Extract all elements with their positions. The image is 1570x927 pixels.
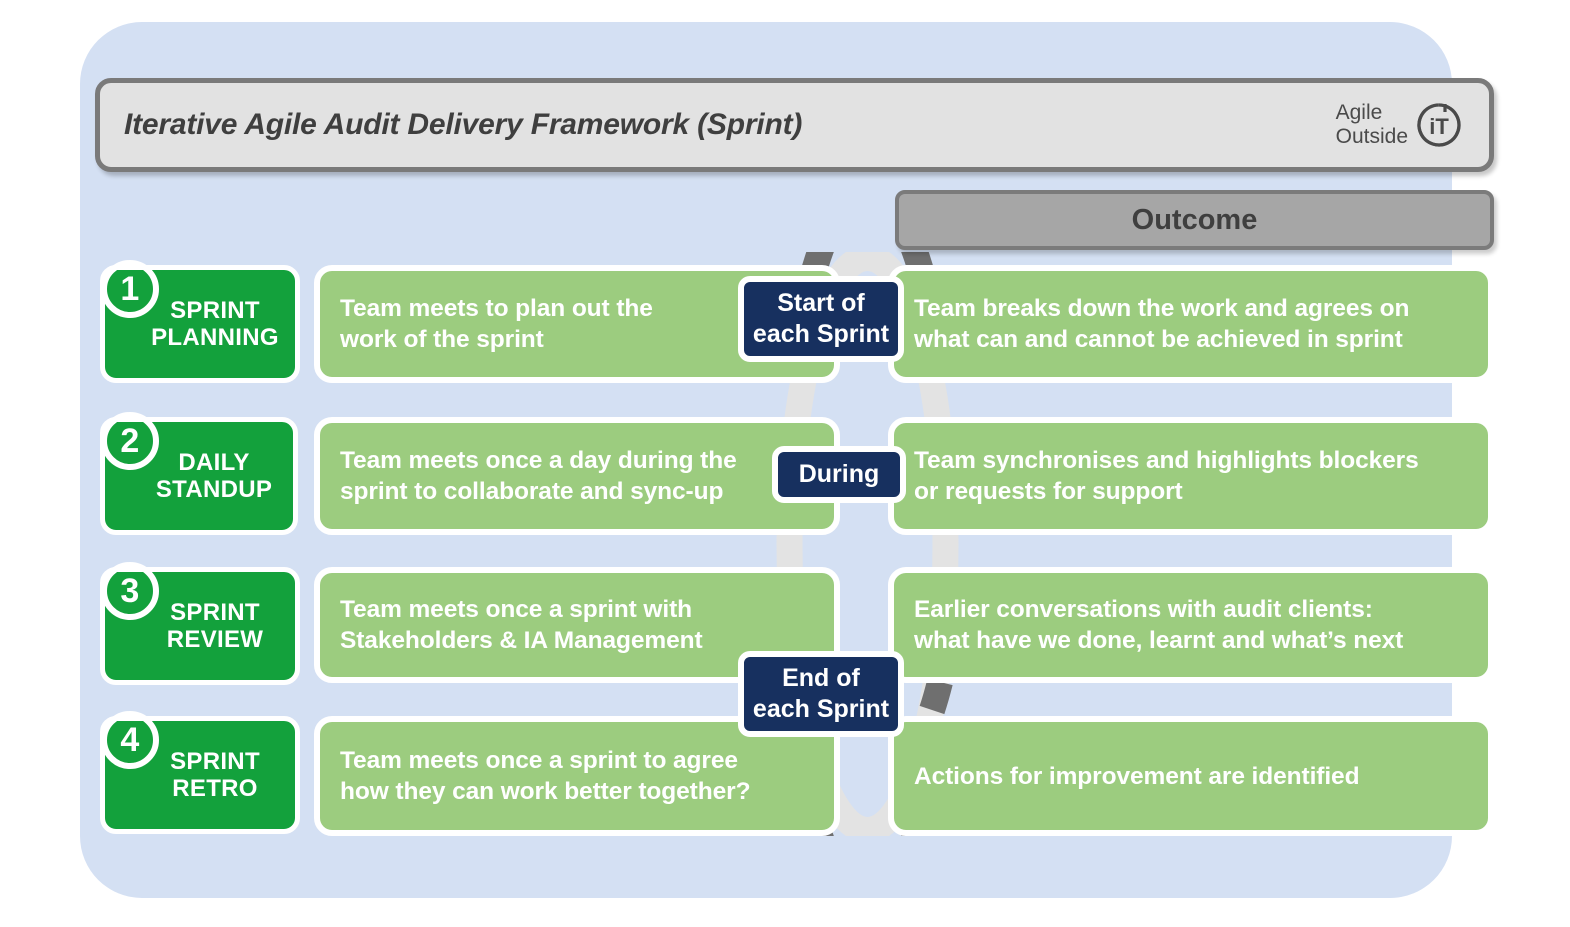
outcome-3-line2: what have we done, learnt and what’s nex…: [914, 627, 1404, 654]
activity-text-2: Team meets once a day during the sprint …: [320, 445, 757, 507]
stage-label-1-line2: PLANNING: [151, 324, 279, 351]
outcome-card-3[interactable]: Earlier conversations with audit clients…: [888, 567, 1494, 683]
timing-badge-start-of-each-sprint[interactable]: Start of each Sprint: [738, 276, 904, 362]
outcome-card-2[interactable]: Team synchronises and highlights blocker…: [888, 417, 1494, 535]
brand-logo: Agile Outside iT: [1336, 101, 1489, 149]
activity-card-4[interactable]: Team meets once a sprint to agree how th…: [314, 716, 840, 836]
stage-chip-sprint-review[interactable]: 3 SPRINT REVIEW: [100, 562, 300, 685]
activity-1-line2: work of the sprint: [340, 326, 544, 353]
stage-number-2: 2: [101, 412, 159, 470]
timing-end-line2: each Sprint: [752, 695, 890, 723]
outcome-2-line2: or requests for support: [914, 478, 1183, 505]
outcome-1-line2: what can and cannot be achieved in sprin…: [914, 326, 1403, 353]
activity-text-4: Team meets once a sprint to agree how th…: [320, 745, 770, 807]
logo-wordmark: Agile Outside: [1336, 101, 1408, 149]
logo-line-2: Outside: [1335, 125, 1408, 148]
timing-start-line2: each Sprint: [752, 320, 890, 348]
timing-start-text: Start of each Sprint: [753, 288, 889, 350]
activity-4-line1: Team meets once a sprint to agree: [340, 747, 738, 774]
outcome-text-1: Team breaks down the work and agrees on …: [894, 293, 1429, 355]
timing-during-text: During: [798, 460, 880, 488]
stage-label-4: SPRINT RETRO: [136, 748, 264, 802]
activity-4-line2: how they can work better together?: [340, 778, 751, 805]
stage-label-4-line2: RETRO: [172, 775, 258, 802]
outcome-text-4: Actions for improvement are identified: [894, 761, 1379, 792]
outcome-4-line1: Actions for improvement are identified: [914, 762, 1360, 790]
outcome-text-3: Earlier conversations with audit clients…: [894, 594, 1423, 656]
logo-line-1: Agile: [1335, 101, 1383, 124]
activity-3-line1: Team meets once a sprint with: [340, 596, 692, 623]
stage-label-2-line1: DAILY: [178, 449, 250, 476]
framework-row-3: 3 SPRINT REVIEW Team meets once a sprint…: [0, 562, 1570, 689]
stage-label-2-line2: STANDUP: [155, 476, 273, 503]
timing-end-line1: End of: [782, 664, 860, 692]
stage-chip-sprint-planning[interactable]: 1 SPRINT PLANNING: [100, 260, 300, 383]
outcome-text-2: Team synchronises and highlights blocker…: [894, 445, 1439, 507]
stage-number-1: 1: [101, 260, 159, 318]
activity-2-line2: sprint to collaborate and sync-up: [340, 478, 724, 505]
activity-3-line2: Stakeholders & IA Management: [340, 627, 703, 654]
outcome-1-line1: Team breaks down the work and agrees on: [914, 295, 1410, 322]
timing-badge-end-of-each-sprint[interactable]: End of each Sprint: [738, 651, 904, 737]
page-title: Iterative Agile Audit Delivery Framework…: [124, 108, 803, 141]
framework-row-1: 1 SPRINT PLANNING Team meets to plan out…: [0, 260, 1570, 385]
activity-2-line1: Team meets once a day during the: [340, 447, 737, 474]
timing-end-text: End of each Sprint: [753, 663, 889, 725]
activity-1-line1: Team meets to plan out the: [340, 295, 653, 322]
title-bar: Iterative Agile Audit Delivery Framework…: [95, 78, 1494, 172]
stage-number-3: 3: [101, 562, 159, 620]
activity-card-2[interactable]: Team meets once a day during the sprint …: [314, 417, 840, 535]
outcome-2-line1: Team synchronises and highlights blocker…: [914, 447, 1419, 474]
activity-text-1: Team meets to plan out the work of the s…: [320, 293, 673, 355]
stage-label-1: SPRINT PLANNING: [117, 297, 283, 351]
outcome-card-1[interactable]: Team breaks down the work and agrees on …: [888, 265, 1494, 383]
outcome-card-4[interactable]: Actions for improvement are identified: [888, 716, 1494, 836]
stage-chip-sprint-retro[interactable]: 4 SPRINT RETRO: [100, 711, 300, 834]
framework-row-4: 4 SPRINT RETRO Team meets once a sprint …: [0, 711, 1570, 838]
stage-label-3: SPRINT REVIEW: [133, 599, 267, 653]
timing-badge-during[interactable]: During: [772, 446, 906, 503]
activity-text-3: Team meets once a sprint with Stakeholde…: [320, 594, 723, 656]
stage-label-2: DAILY STANDUP: [122, 449, 276, 503]
stage-label-3-line1: SPRINT: [170, 599, 260, 626]
outcome-column-header: Outcome: [895, 190, 1494, 250]
it-circle-icon: iT: [1415, 101, 1463, 149]
stage-label-3-line2: REVIEW: [166, 626, 264, 653]
timing-start-line1: Start of: [777, 289, 865, 317]
stage-label-1-line1: SPRINT: [170, 297, 260, 324]
stage-chip-daily-standup[interactable]: 2 DAILY STANDUP: [100, 412, 298, 535]
stage-number-4: 4: [101, 711, 159, 769]
svg-text:iT: iT: [1429, 114, 1449, 139]
stage-label-4-line1: SPRINT: [170, 748, 260, 775]
outcome-3-line1: Earlier conversations with audit clients…: [914, 596, 1373, 623]
